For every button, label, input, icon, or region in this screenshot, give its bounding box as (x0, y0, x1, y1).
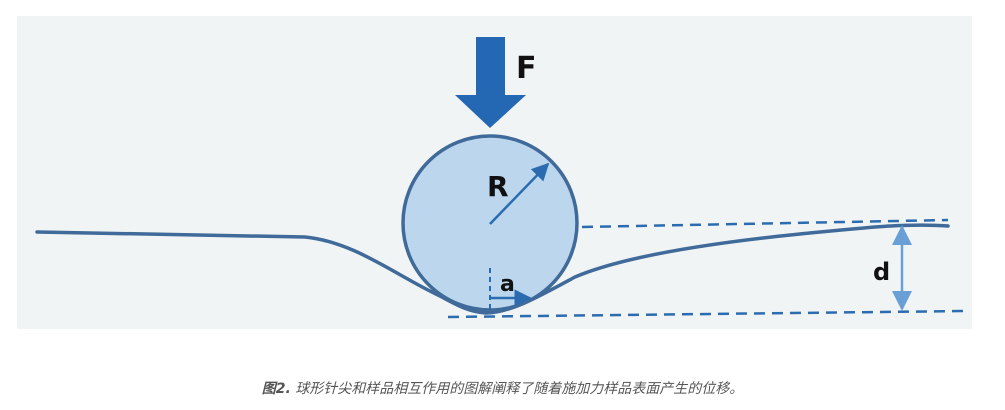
figure-caption: 图2. 球形针尖和样品相互作用的图解阐释了随着施加力样品表面产生的位移。 (0, 378, 1005, 398)
radius-arrow (489, 162, 550, 225)
top-reference-line (581, 218, 949, 229)
force-arrow (455, 37, 526, 128)
caption-text: 球形针尖和样品相互作用的图解阐释了随着施加力样品表面产生的位移。 (290, 381, 744, 397)
contact-radius-label: a (500, 272, 515, 297)
figure-number: 图2. (261, 381, 291, 397)
force-label: F (516, 51, 537, 86)
radius-label: R (487, 170, 509, 203)
bottom-reference-line (447, 309, 966, 319)
indentation-diagram: F R a d (35, 37, 966, 319)
displacement-label: d (873, 258, 890, 286)
sample-surface (35, 223, 950, 315)
